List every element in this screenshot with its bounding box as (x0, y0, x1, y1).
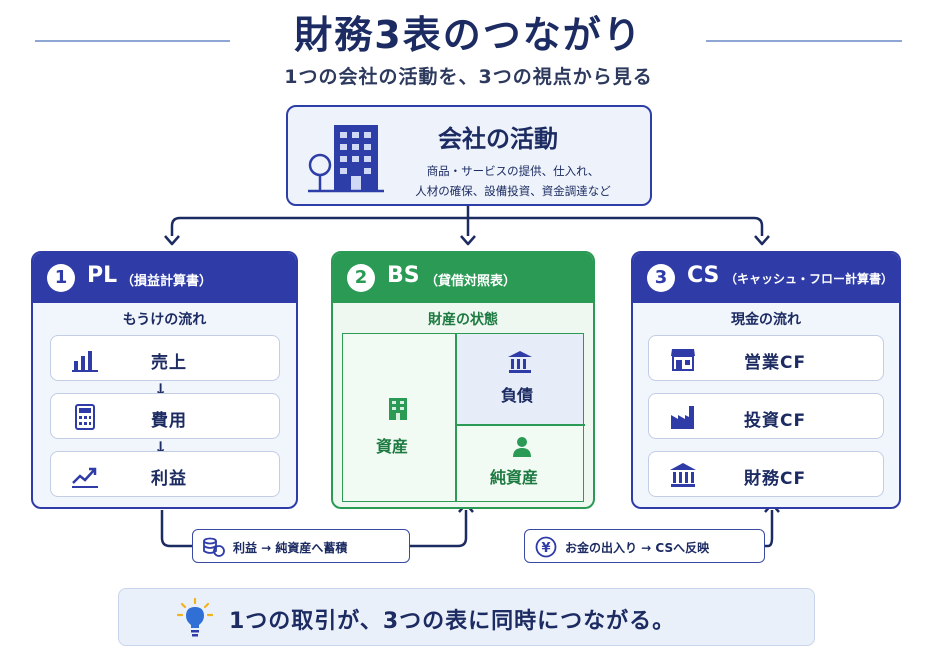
bs-divider-horizontal (455, 424, 585, 426)
company-desc-line1: 商品・サービスの提供、仕入れ、 (426, 164, 600, 178)
page-subtitle: 1つの会社の活動を、3つの視点から見る (284, 66, 653, 88)
store-icon (671, 349, 695, 371)
bar-chart-icon (72, 351, 98, 372)
bs-liabilities-label: 負債 (501, 386, 534, 405)
title-rule-right (706, 40, 902, 42)
cs-abbr: CS (687, 263, 720, 288)
cs-full-name: （キャッシュ・フロー計算書） (725, 272, 894, 286)
cs-item-investing-label: 投資CF (744, 411, 807, 431)
cash-cs-link-callout: ¥ お金の出入り → CSへ反映 (524, 529, 765, 563)
summary-banner: 1つの取引が、3つの表に同時につながる。 (118, 588, 815, 646)
pl-panel: 1 PL （損益計算書） もうけの流れ 売上 ↓ 費用 ↓ 利益 (31, 251, 298, 509)
cs-item-financing-label: 財務CF (744, 469, 807, 489)
lightbulb-icon (177, 598, 213, 637)
cs-panel: 3 CS （キャッシュ・フロー計算書） 現金の流れ 営業CF 投資CF 財務CF (631, 251, 901, 509)
trend-up-icon (72, 467, 98, 488)
pl-item-profit: 利益 (50, 451, 280, 497)
bank-icon (670, 463, 696, 487)
yen-coin-icon: ¥ (535, 536, 557, 558)
pl-header: 1 PL （損益計算書） (33, 253, 296, 303)
bs-assets-label: 資産 (376, 437, 409, 456)
bs-liabilities-cell (456, 334, 583, 424)
pl-bs-link-callout: 利益 → 純資産へ蓄積 (192, 529, 410, 563)
pl-number-badge: 1 (47, 264, 75, 292)
bs-header: 2 BS （貸借対照表） (333, 253, 593, 303)
pl-item-profit-label: 利益 (151, 469, 187, 489)
cash-cs-link-text: お金の出入り → CSへ反映 (565, 541, 710, 555)
bs-divider-vertical (455, 334, 457, 501)
cs-header: 3 CS （キャッシュ・フロー計算書） (633, 253, 899, 303)
company-desc-line2: 人材の確保、設備投資、資金調達など (415, 184, 611, 198)
coins-icon (203, 537, 225, 557)
factory-icon (671, 406, 694, 429)
pl-abbr: PL (87, 263, 118, 288)
bs-balance-grid: 資産 負債 純資産 (342, 333, 585, 502)
pl-item-costs-label: 費用 (151, 411, 187, 431)
cs-item-operating: 営業CF (648, 335, 884, 381)
bank-icon (508, 351, 532, 373)
company-building-icon (308, 125, 384, 193)
summary-text: 1つの取引が、3つの表に同時につながる。 (229, 609, 676, 634)
pl-item-sales: 売上 (50, 335, 280, 381)
pl-subtitle: もうけの流れ (122, 312, 207, 328)
bs-abbr: BS (387, 263, 420, 288)
calculator-icon (75, 404, 95, 430)
company-title: 会社の活動 (438, 125, 558, 153)
pl-item-sales-label: 売上 (151, 353, 187, 373)
bs-subtitle: 財産の状態 (428, 312, 498, 328)
cs-item-operating-label: 営業CF (744, 353, 807, 373)
cs-item-financing: 財務CF (648, 451, 884, 497)
building-icon (389, 398, 407, 420)
cs-item-investing: 投資CF (648, 393, 884, 439)
pl-item-costs: 費用 (50, 393, 280, 439)
bs-number-badge: 2 (347, 264, 375, 292)
pl-full-name: （損益計算書） (121, 274, 213, 289)
bs-net-assets-label: 純資産 (490, 468, 539, 487)
title-rule-left (35, 40, 230, 42)
cs-subtitle: 現金の流れ (731, 312, 801, 328)
page-title: 財務3表のつながり (294, 13, 643, 57)
cs-number-badge: 3 (647, 264, 675, 292)
person-icon (513, 437, 531, 457)
bs-panel: 2 BS （貸借対照表） 財産の状態 資産 負債 純資産 (331, 251, 595, 509)
pl-bs-link-text: 利益 → 純資産へ蓄積 (233, 541, 348, 555)
bs-full-name: （貸借対照表） (425, 274, 517, 289)
company-activity-box: 会社の活動 商品・サービスの提供、仕入れ、 人材の確保、設備投資、資金調達など (286, 105, 652, 206)
svg-text:¥: ¥ (541, 541, 550, 556)
